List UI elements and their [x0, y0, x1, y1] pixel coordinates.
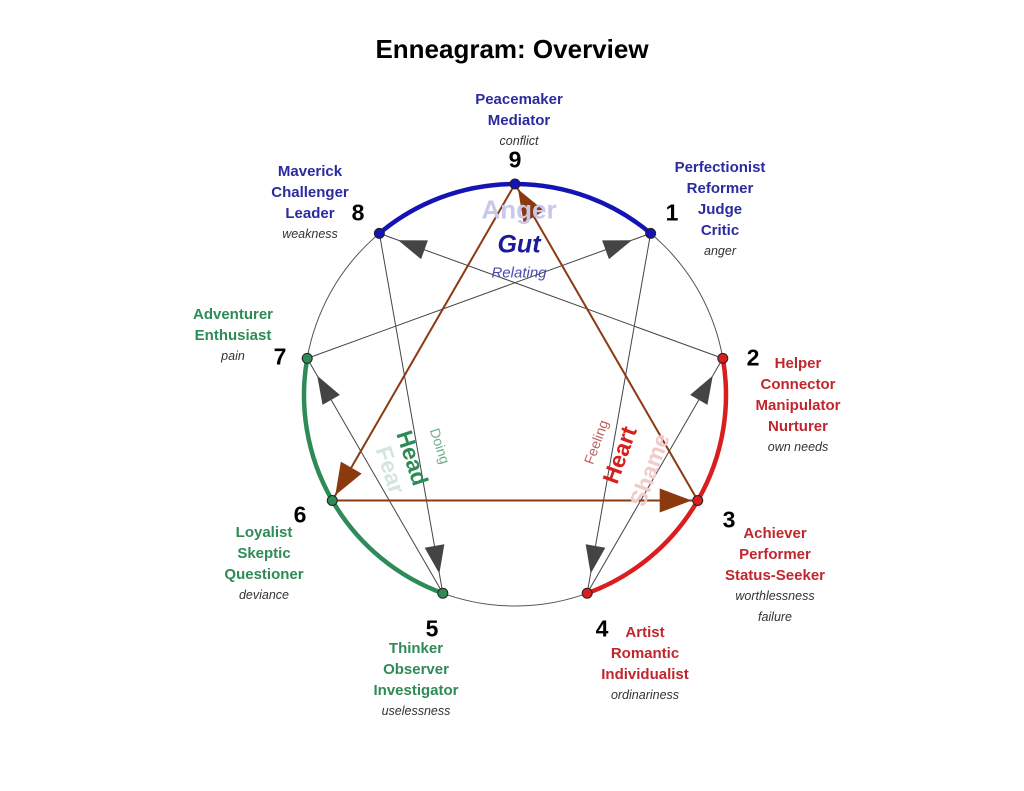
- type-name: Peacemaker: [475, 91, 563, 108]
- type-issue: own needs: [767, 440, 829, 454]
- type-9-number: 9: [508, 146, 522, 173]
- arrow-2-to-8-arrowhead: [398, 240, 428, 260]
- arrow-9-to-6-arrowhead: [335, 461, 362, 496]
- arrow-7-to-1-arrowhead: [602, 240, 632, 260]
- type-9-label: Peacemaker Mediator conflict: [475, 89, 563, 152]
- type-issue: pain: [221, 349, 245, 363]
- type-name: Maverick: [277, 163, 343, 180]
- type-7-label: Adventurer Enthusiast pain: [193, 304, 273, 367]
- type-name: Achiever: [743, 525, 807, 542]
- gut-center-label: Gut: [497, 230, 541, 259]
- type-name: Adventurer: [192, 306, 274, 323]
- type-1-number: 1: [665, 199, 679, 226]
- type-2-number: 2: [746, 344, 760, 371]
- type-name: Artist: [625, 624, 665, 641]
- type-name: Perfectionist: [674, 159, 766, 176]
- arrow-5-to-7-arrowhead: [317, 375, 340, 405]
- gut-emotion-label: Anger: [481, 194, 557, 225]
- arrow-1-to-4-arrowhead: [585, 544, 606, 574]
- type-issue: anger: [704, 244, 736, 258]
- arrow-3-to-9-line: [514, 183, 699, 502]
- type-6-number: 6: [293, 501, 307, 528]
- type-name: Enthusiast: [194, 327, 272, 344]
- type-4-label: Artist Romantic Individualist ordinarine…: [601, 622, 689, 706]
- type-name: Performer: [739, 546, 811, 563]
- type-issue: conflict: [499, 134, 539, 148]
- type-name: Helper: [774, 355, 822, 372]
- arrow-6-to-3-arrowhead: [659, 488, 692, 513]
- type-name: Leader: [285, 205, 335, 222]
- type-6-node: [326, 495, 338, 506]
- type-4-number: 4: [595, 615, 609, 642]
- type-7-number: 7: [273, 343, 287, 370]
- type-5-node: [437, 587, 449, 599]
- type-name: Status-Seeker: [724, 567, 826, 584]
- type-6-label: Loyalist Skeptic Questioner deviance: [224, 522, 303, 606]
- arrow-4-to-2-arrowhead: [690, 375, 713, 405]
- type-4-node: [581, 587, 593, 599]
- type-3-number: 3: [722, 506, 736, 533]
- arrow-9-to-6-line: [331, 183, 516, 501]
- type-5-label: Thinker Observer Investigator uselessnes…: [373, 638, 458, 722]
- page-title: Enneagram: Overview: [375, 34, 649, 64]
- arrow-7-to-1-line: [307, 232, 651, 359]
- type-name: Reformer: [686, 180, 754, 197]
- type-3-label: Achiever Performer Status-Seeker worthle…: [725, 523, 825, 628]
- type-name: Individualist: [601, 666, 689, 683]
- arrow-8-to-5-line: [378, 233, 444, 594]
- type-name: Critic: [700, 222, 740, 239]
- type-issue: deviance: [238, 588, 290, 602]
- type-name: Manipulator: [755, 397, 841, 414]
- type-name: Nurturer: [767, 418, 828, 435]
- type-issue-secondary: failure: [757, 610, 793, 624]
- type-issue: worthlessness: [735, 589, 815, 603]
- type-name: Skeptic: [237, 545, 291, 562]
- type-2-label: Helper Connector Manipulator Nurturer ow…: [756, 353, 841, 458]
- type-name: Loyalist: [235, 524, 293, 541]
- type-8-label: Maverick Challenger Leader weakness: [271, 161, 349, 245]
- type-name: Connector: [760, 376, 836, 393]
- arrow-3-to-9-arrowhead: [518, 189, 545, 223]
- type-5-number: 5: [425, 615, 439, 642]
- type-name: Investigator: [373, 682, 459, 699]
- type-3-node: [692, 495, 704, 506]
- type-9-node: [509, 178, 521, 190]
- type-8-node: [373, 227, 385, 239]
- type-name: Mediator: [487, 112, 551, 129]
- arrow-1-to-4-line: [586, 233, 652, 594]
- type-7-node: [301, 352, 313, 364]
- type-2-node: [717, 352, 729, 364]
- type-name: Romantic: [610, 645, 680, 662]
- gut-mode-label: Relating: [491, 264, 547, 282]
- type-name: Thinker: [388, 640, 444, 657]
- type-1-label: Perfectionist Reformer Judge Critic ange…: [675, 157, 766, 262]
- arrow-8-to-5-arrowhead: [424, 544, 445, 574]
- type-name: Observer: [383, 661, 449, 678]
- type-name: Challenger: [271, 184, 349, 201]
- type-issue: ordinariness: [610, 688, 680, 702]
- type-1-node: [645, 227, 657, 239]
- type-name: Questioner: [224, 566, 304, 583]
- type-8-number: 8: [351, 199, 365, 226]
- arrow-2-to-8-line: [379, 232, 723, 359]
- type-issue: uselessness: [381, 704, 451, 718]
- type-name: Judge: [697, 201, 743, 218]
- type-issue: weakness: [282, 227, 338, 241]
